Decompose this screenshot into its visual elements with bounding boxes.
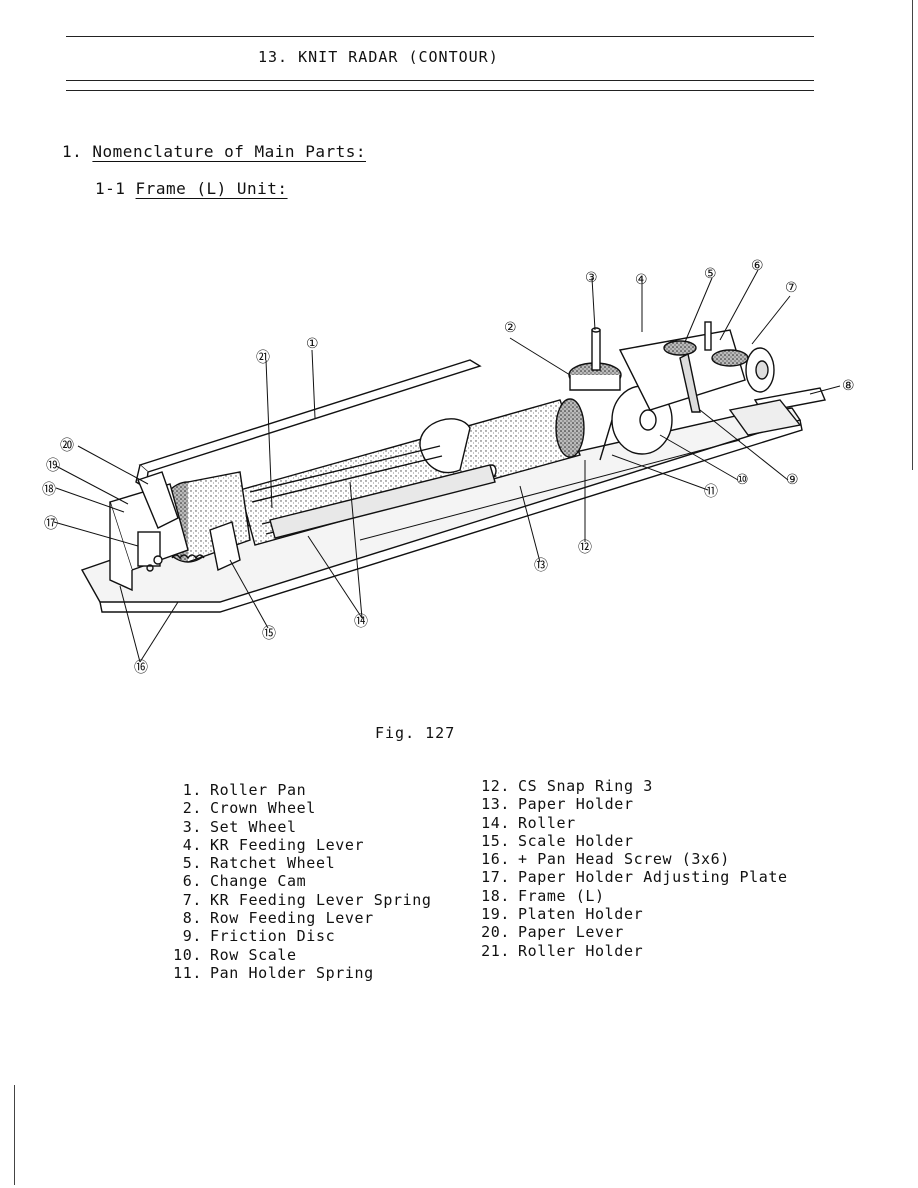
callout-10: ⑩ — [736, 472, 749, 488]
callout-5: ⑤ — [704, 266, 717, 282]
page-edge-right — [912, 0, 913, 470]
callout-15: ⑮ — [262, 626, 276, 642]
list-item: 17.Paper Holder Adjusting Plate — [481, 868, 788, 887]
header-top-rule — [66, 36, 814, 37]
list-item: 15.Scale Holder — [481, 831, 634, 850]
subsection-heading: 1-1 Frame (L) Unit: — [95, 179, 288, 198]
frame-unit-illustration: ① ② ③ ④ ⑤ ⑥ ⑦ ⑧ ⑨ ⑩ ⑪ ⑫ ⑬ ⑭ ⑮ ⑯ ⑰ ⑱ ⑲ ⑳ … — [40, 250, 880, 690]
callout-labels: ① ② ③ ④ ⑤ ⑥ ⑦ ⑧ ⑨ ⑩ ⑪ ⑫ ⑬ ⑭ ⑮ ⑯ ⑰ ⑱ ⑲ ⑳ … — [42, 258, 855, 676]
callout-7: ⑦ — [785, 280, 798, 296]
callout-8: ⑧ — [842, 378, 855, 394]
list-item: 13.Paper Holder — [481, 795, 634, 814]
list-item: 1.Roller Pan — [182, 781, 307, 799]
callout-6: ⑥ — [751, 258, 764, 274]
list-item: 7.KR Feeding Lever Spring — [182, 890, 432, 909]
subsection-title: Frame (L) Unit: — [135, 179, 288, 198]
callout-13: ⑬ — [534, 558, 548, 574]
callout-1: ① — [306, 336, 319, 352]
callout-17: ⑰ — [44, 516, 58, 532]
callout-11: ⑪ — [704, 484, 718, 500]
list-item: 9.Friction Disc — [182, 927, 336, 946]
list-item: 6.Change Cam — [182, 872, 307, 891]
list-item: 19.Platen Holder — [481, 905, 644, 924]
header-bottom-rule-2 — [66, 90, 814, 91]
callout-20: ⑳ — [60, 438, 74, 454]
callout-12: ⑫ — [578, 540, 592, 556]
callout-18: ⑱ — [42, 482, 56, 498]
list-item: 10.Row Scale — [173, 945, 297, 964]
list-item: 14.Roller — [481, 813, 576, 832]
section-heading: 1. Nomenclature of Main Parts: — [62, 142, 366, 161]
header-bottom-rule — [66, 80, 814, 81]
callout-3: ③ — [585, 270, 598, 286]
callout-9: ⑨ — [786, 472, 799, 488]
callout-2: ② — [504, 320, 517, 336]
callout-14: ⑭ — [354, 614, 368, 630]
list-item: 16.+ Pan Head Screw (3x6) — [481, 850, 730, 869]
callout-16: ⑯ — [134, 660, 148, 676]
page-header-title: 13. KNIT RADAR (CONTOUR) — [258, 48, 499, 66]
list-item: 5.Ratchet Wheel — [182, 854, 336, 873]
subsection-number: 1-1 — [95, 179, 126, 198]
figure-caption: Fig. 127 — [375, 724, 456, 742]
list-item: 21.Roller Holder — [481, 941, 644, 960]
page-edge-left — [14, 1085, 15, 1185]
list-item: 2.Crown Wheel — [182, 799, 316, 818]
callout-4: ④ — [635, 272, 648, 288]
callout-21: ㉑ — [256, 350, 270, 366]
callout-19: ⑲ — [46, 458, 60, 474]
list-item: 20.Paper Lever — [481, 923, 624, 942]
list-item: 4.KR Feeding Lever — [182, 835, 365, 854]
frame-unit-drawing: ① ② ③ ④ ⑤ ⑥ ⑦ ⑧ ⑨ ⑩ ⑪ ⑫ ⑬ ⑭ ⑮ ⑯ ⑰ ⑱ ⑲ ⑳ … — [42, 258, 855, 676]
list-item: 12.CS Snap Ring 3 — [481, 777, 653, 795]
list-item: 3.Set Wheel — [182, 817, 297, 836]
section-title: Nomenclature of Main Parts: — [92, 142, 366, 161]
list-item: 11.Pan Holder Spring — [173, 963, 374, 982]
list-item: 8.Row Feeding Lever — [182, 909, 374, 928]
list-item: 18.Frame (L) — [481, 886, 605, 905]
section-number: 1. — [62, 142, 83, 161]
parts-list-right: 12.CS Snap Ring 3 13.Paper Holder 14.Rol… — [476, 777, 788, 960]
parts-list-left: 1.Roller Pan 2.Crown Wheel 3.Set Wheel 4… — [168, 781, 432, 982]
